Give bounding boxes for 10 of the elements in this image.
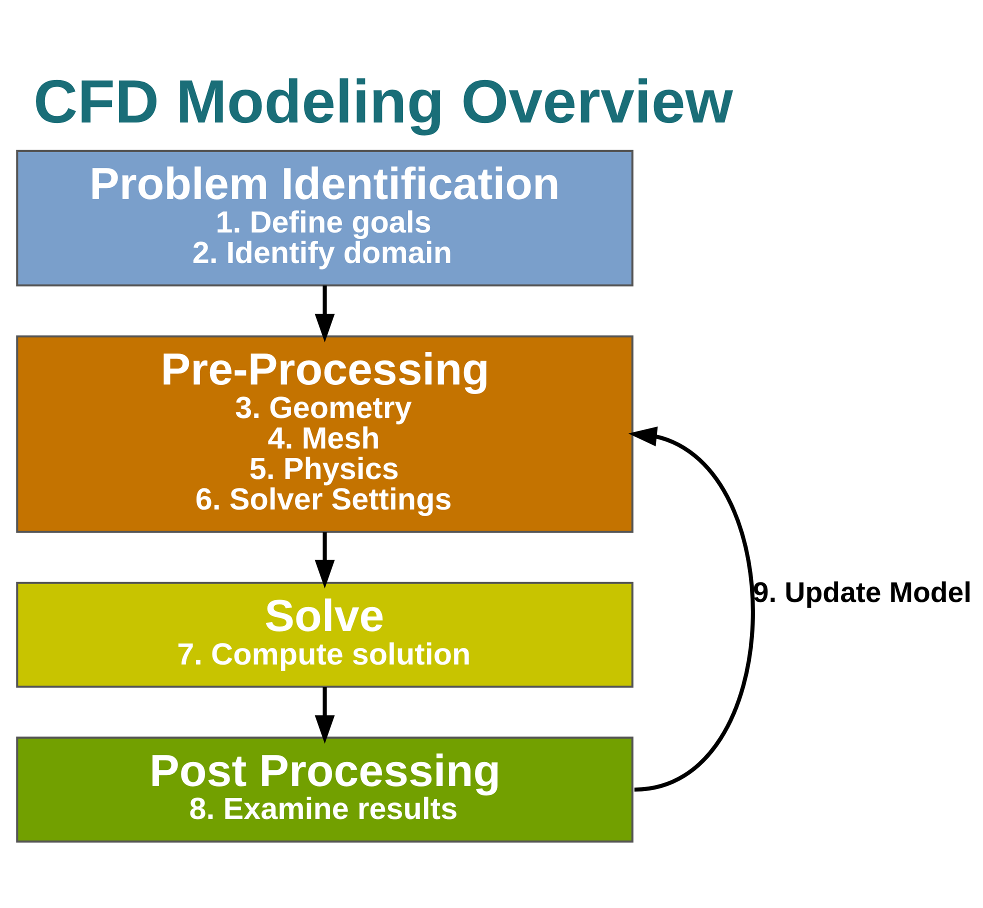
diagram-title: CFD Modeling Overview bbox=[32, 66, 732, 135]
node-box: Solve 7. Compute solution bbox=[16, 581, 633, 688]
arrow bbox=[314, 532, 334, 588]
node-box: Pre-Processing 3. Geometry 4. Mesh 5. Physics 6. Solver Settings bbox=[16, 334, 633, 532]
node-box: Problem Identification 1. Define goals 2. Identify domain bbox=[16, 149, 633, 286]
arrow bbox=[314, 686, 334, 744]
edge-label: 9. Update Model bbox=[752, 576, 972, 609]
arrow bbox=[628, 426, 754, 792]
node-box: Post Processing 8. Examine results bbox=[16, 736, 633, 842]
arrow bbox=[314, 285, 334, 342]
